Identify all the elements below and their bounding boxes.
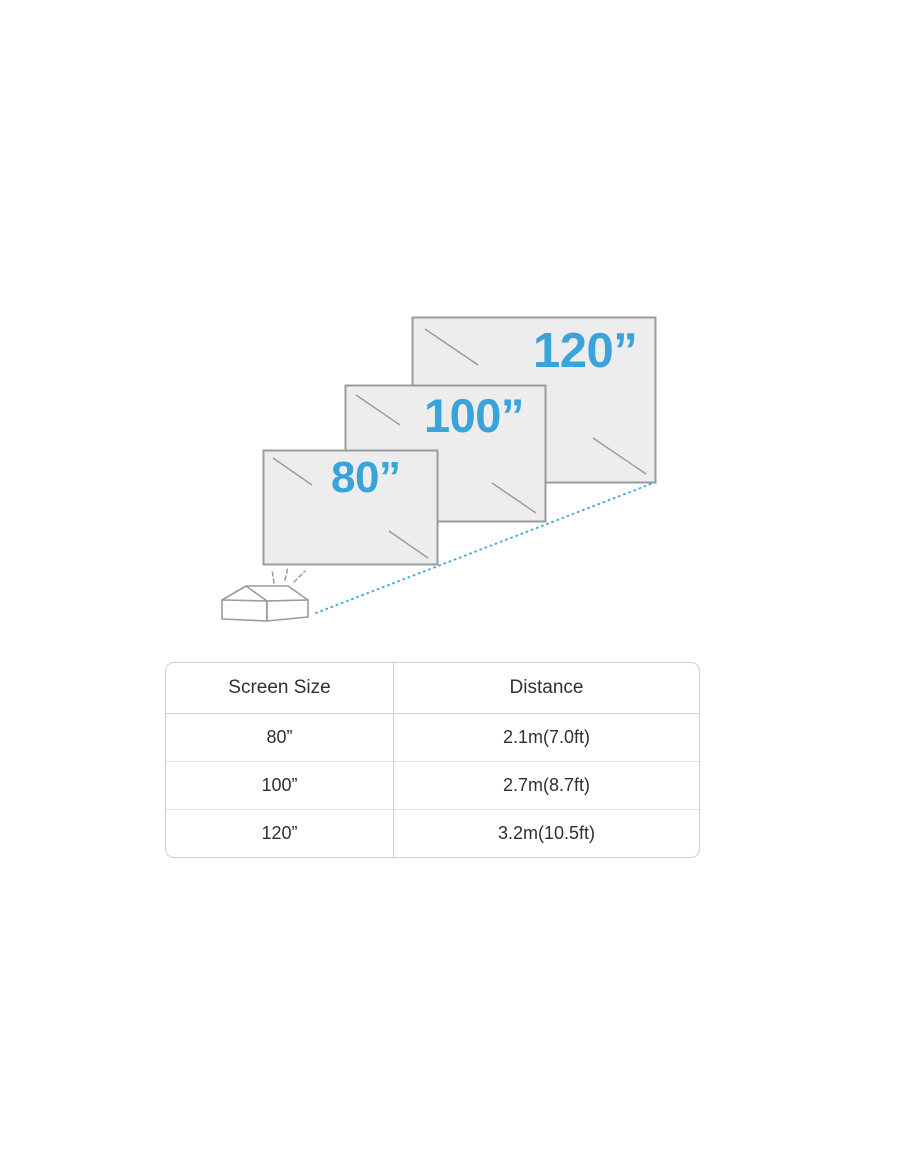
table-header-screen-size: Screen Size xyxy=(166,663,394,713)
screen-100-corner-line-bottom xyxy=(491,482,537,514)
table-row: 100” 2.7m(8.7ft) xyxy=(166,762,699,810)
table-header-row: Screen Size Distance xyxy=(166,663,699,714)
screen-100-label: 100” xyxy=(424,389,524,442)
screen-80-label: 80” xyxy=(331,453,401,502)
table-cell-screen-size: 120” xyxy=(166,810,394,857)
light-rays-icon xyxy=(271,566,306,584)
screen-80-corner-line-top xyxy=(272,457,313,486)
screen-100-corner-line-top xyxy=(355,394,401,426)
projector-front-face xyxy=(221,599,268,622)
screen-120-label: 120” xyxy=(533,324,638,378)
table-cell-screen-size: 100” xyxy=(166,762,394,809)
projector-throw-distance-diagram: 120” 100” 80” xyxy=(221,316,657,622)
table-cell-distance: 2.7m(8.7ft) xyxy=(502,775,591,795)
projector-edge-left xyxy=(221,585,247,601)
screen-size-distance-table: Screen Size Distance 80” 2.1m(7.0ft) 100… xyxy=(165,662,700,858)
screen-120-corner-line-top xyxy=(424,328,479,366)
table-row: 80” 2.1m(7.0ft) xyxy=(166,714,699,762)
screen-120-corner-line-bottom xyxy=(592,437,647,475)
table-header-distance: Distance xyxy=(509,677,584,698)
table-cell-distance: 3.2m(10.5ft) xyxy=(497,823,596,843)
projector-side-face xyxy=(266,599,309,622)
throw-distance-line xyxy=(315,481,657,614)
table-cell-screen-size: 80” xyxy=(166,714,394,761)
screen-80-corner-line-bottom xyxy=(388,530,429,559)
screen-80-rect xyxy=(262,449,439,566)
screen-80 xyxy=(262,449,439,566)
projector-icon xyxy=(221,585,309,622)
table-row: 120” 3.2m(10.5ft) xyxy=(166,810,699,857)
table-cell-distance: 2.1m(7.0ft) xyxy=(502,727,591,747)
diagram-canvas xyxy=(221,316,657,622)
projector-top-face xyxy=(245,585,309,602)
